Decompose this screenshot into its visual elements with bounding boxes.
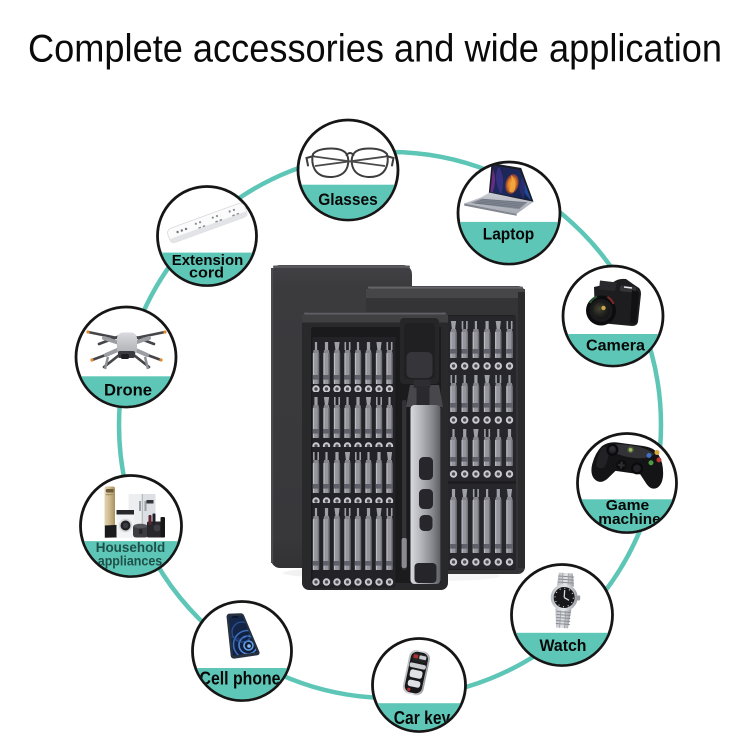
svg-text:Game: Game: [606, 497, 650, 514]
svg-text:appliances: appliances: [98, 554, 163, 569]
svg-text:Cell phone: Cell phone: [200, 669, 281, 689]
svg-text:Household: Household: [96, 540, 166, 555]
svg-text:cord: cord: [189, 266, 224, 282]
svg-text:Laptop: Laptop: [483, 225, 535, 244]
svg-text:machine: machine: [598, 511, 661, 528]
svg-text:Drone: Drone: [104, 381, 152, 400]
svg-text:Camera: Camera: [586, 338, 645, 355]
svg-text:Car key: Car key: [394, 708, 451, 728]
svg-text:Glasses: Glasses: [318, 190, 378, 209]
svg-text:Complete accessories and wide: Complete accessories and wide applicatio…: [28, 28, 722, 71]
svg-text:Watch: Watch: [540, 636, 587, 655]
svg-text:Extension: Extension: [172, 253, 244, 269]
